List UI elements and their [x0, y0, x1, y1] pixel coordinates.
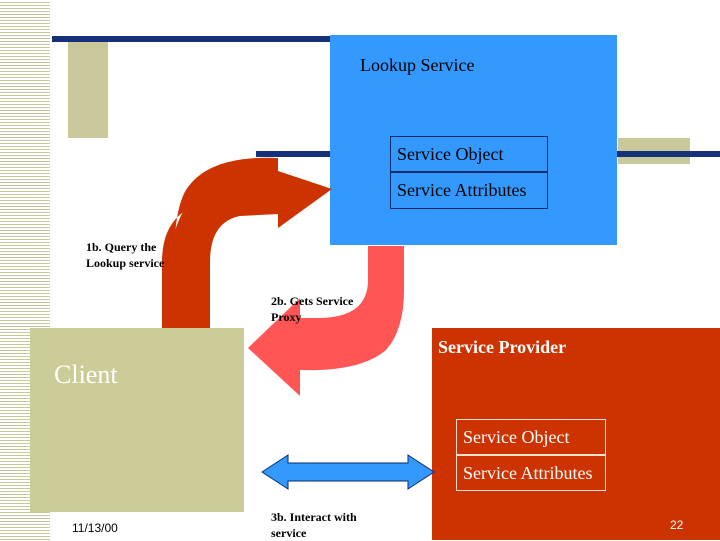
provider-service-object-label: Service Object [456, 419, 606, 455]
lookup-service-title: Lookup Service [360, 55, 475, 75]
interact-arrow [261, 454, 435, 490]
service-provider-box: Service Provider Service Object Service … [432, 328, 720, 540]
provider-service-attributes-label: Service Attributes [456, 455, 606, 491]
step-1b-label: 1b. Query the Lookup service [86, 240, 165, 270]
proxy-arrow [248, 246, 404, 396]
olive-decor-top [68, 36, 108, 138]
navy-bar-middle [256, 151, 336, 157]
lookup-service-attributes-label: Service Attributes [390, 172, 548, 209]
client-title: Client [54, 360, 118, 389]
step-3b-label: 3b. Interact with service [271, 510, 357, 540]
client-box: Client [30, 328, 244, 512]
navy-bar-right [616, 151, 720, 157]
step-2b-label: 2b. Gets Service Proxy [271, 294, 354, 324]
footer-date: 11/13/00 [72, 521, 118, 535]
lookup-service-box: Lookup Service Service Object Service At… [330, 35, 617, 245]
page-number: 22 [670, 518, 684, 532]
navy-bar-top [52, 36, 342, 42]
lookup-service-object-label: Service Object [390, 136, 548, 172]
service-provider-title: Service Provider [438, 337, 567, 357]
